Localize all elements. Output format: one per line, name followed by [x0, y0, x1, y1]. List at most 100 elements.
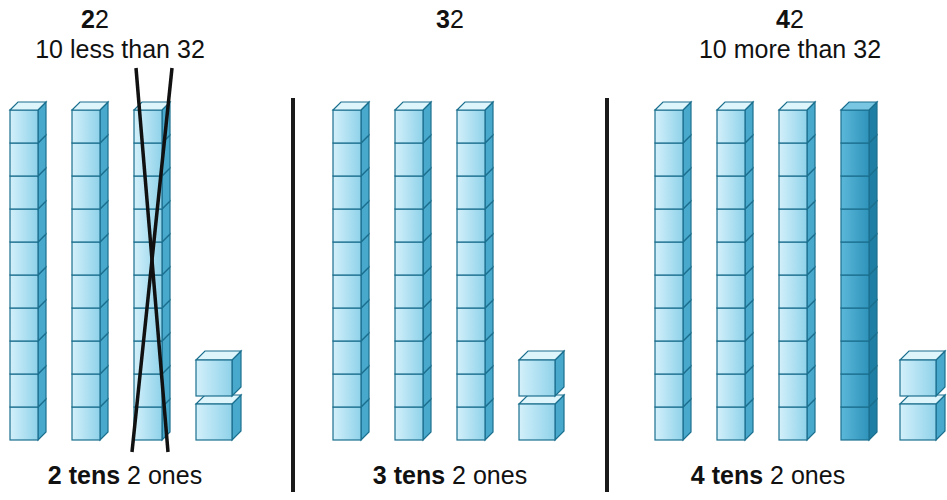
one-cube	[900, 351, 945, 396]
cube-face	[779, 407, 807, 440]
cube-face	[900, 360, 936, 396]
cross-out-line	[132, 68, 172, 452]
cube-face	[10, 275, 38, 308]
cube-face	[72, 110, 100, 143]
cube-face	[333, 407, 361, 440]
cube-face	[10, 341, 38, 374]
one-cube	[519, 395, 564, 440]
cube-face	[457, 110, 485, 143]
cube-face	[10, 242, 38, 275]
number-label: 42	[776, 4, 804, 34]
cube-face	[841, 407, 869, 440]
cube-face	[841, 242, 869, 275]
bold-part: 3 tens	[373, 461, 445, 489]
cube-face	[333, 308, 361, 341]
cube-face	[841, 176, 869, 209]
cube-face	[717, 308, 745, 341]
cube-top	[519, 351, 564, 360]
cube-face	[655, 275, 683, 308]
cube-face	[196, 360, 232, 396]
ten-rod	[457, 102, 493, 440]
cube-face	[10, 407, 38, 440]
cube-face	[333, 275, 361, 308]
cube-face	[395, 176, 423, 209]
divider-line	[291, 98, 295, 492]
cube-face	[655, 308, 683, 341]
cube-face	[779, 308, 807, 341]
relation-label: 10 less than 32	[35, 34, 205, 64]
bold-part: 4	[776, 5, 790, 33]
divider-line	[605, 98, 609, 492]
ten-rod	[841, 102, 877, 440]
cube-face	[841, 275, 869, 308]
cube-top	[395, 102, 431, 110]
cube-face	[457, 176, 485, 209]
cube-face	[655, 242, 683, 275]
ten-rod	[779, 102, 815, 440]
bold-part: 2 tens	[48, 461, 120, 489]
cube-face	[10, 143, 38, 176]
cube-face	[457, 143, 485, 176]
ten-rod	[655, 102, 691, 440]
cube-face	[717, 242, 745, 275]
cube-face	[333, 176, 361, 209]
cube-face	[841, 374, 869, 407]
one-cube	[519, 351, 564, 396]
cube-face	[10, 209, 38, 242]
cube-face	[72, 374, 100, 407]
cube-face	[457, 209, 485, 242]
cube-face	[457, 275, 485, 308]
cube-face	[395, 209, 423, 242]
cube-top	[457, 102, 493, 110]
cube-face	[841, 341, 869, 374]
cube-face	[333, 341, 361, 374]
cube-top	[333, 102, 369, 110]
cube-face	[717, 374, 745, 407]
cube-face	[779, 209, 807, 242]
cube-face	[779, 275, 807, 308]
cube-face	[655, 341, 683, 374]
cube-face	[134, 407, 162, 440]
cube-face	[717, 176, 745, 209]
cube-face	[72, 341, 100, 374]
cube-face	[72, 407, 100, 440]
relation-label: 10 more than 32	[699, 34, 881, 64]
number-label: 32	[436, 4, 464, 34]
number-label: 22	[81, 4, 109, 34]
cube-top	[196, 351, 241, 360]
cube-face	[10, 176, 38, 209]
cube-face	[457, 407, 485, 440]
cube-face	[717, 275, 745, 308]
place-value-label: 3 tens 2 ones	[373, 460, 527, 490]
cube-face	[395, 308, 423, 341]
bold-part: 4 tens	[691, 461, 763, 489]
ten-rod	[10, 102, 46, 440]
cube-top	[900, 351, 945, 360]
cube-face	[717, 110, 745, 143]
cube-face	[655, 374, 683, 407]
bold-part: 2	[81, 5, 95, 33]
cube-face	[655, 176, 683, 209]
ten-rod	[395, 102, 431, 440]
ten-rod	[333, 102, 369, 440]
cube-face	[900, 404, 936, 440]
cube-face	[779, 242, 807, 275]
cube-face	[10, 110, 38, 143]
cube-face	[655, 407, 683, 440]
cube-face	[333, 242, 361, 275]
ten-rod	[717, 102, 753, 440]
one-cube	[900, 395, 945, 440]
cube-top	[72, 102, 108, 110]
cube-face	[519, 360, 555, 396]
cube-face	[457, 308, 485, 341]
cube-face	[779, 143, 807, 176]
cube-face	[457, 242, 485, 275]
cube-face	[655, 209, 683, 242]
cube-face	[10, 308, 38, 341]
cube-top	[717, 102, 753, 110]
cube-face	[10, 374, 38, 407]
cube-face	[395, 275, 423, 308]
place-value-label: 4 tens 2 ones	[691, 460, 845, 490]
cube-face	[134, 242, 162, 275]
cube-face	[779, 176, 807, 209]
